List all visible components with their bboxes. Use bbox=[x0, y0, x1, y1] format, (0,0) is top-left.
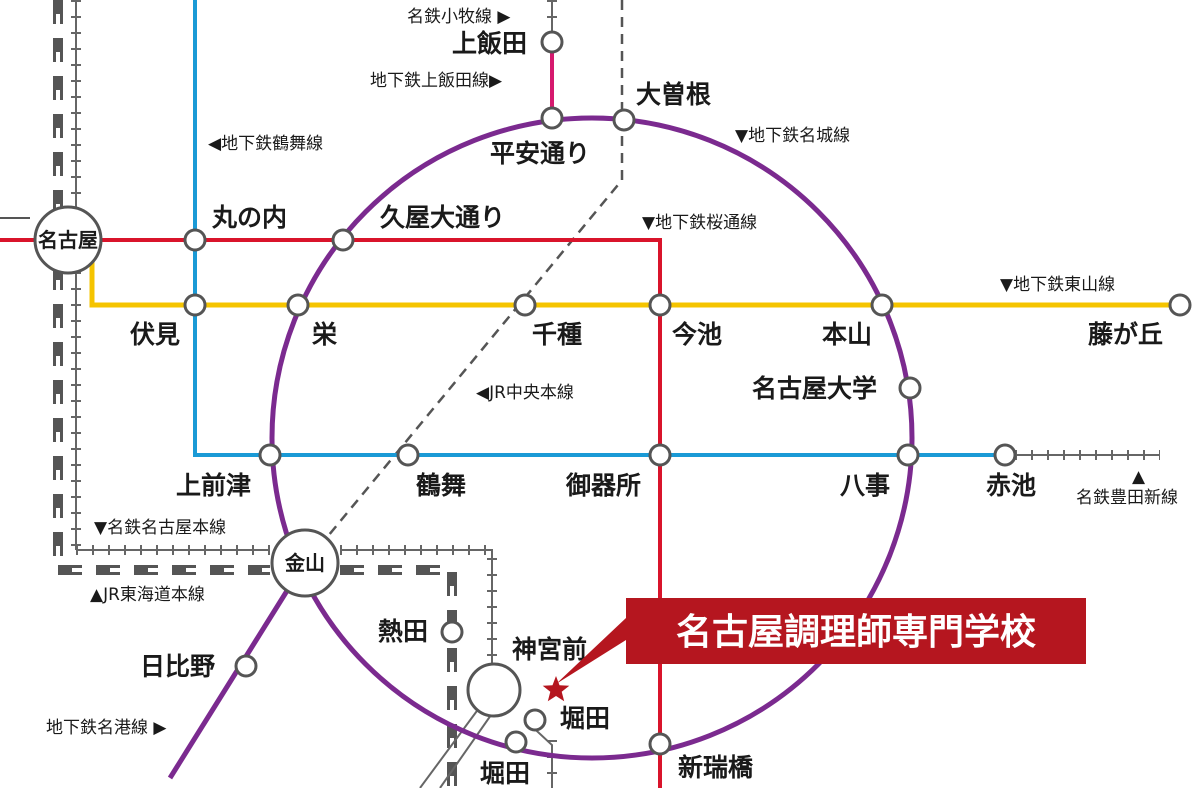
station-node-hibino[interactable] bbox=[234, 654, 258, 678]
station-labels: 上飯田 平安通り 大曽根 名古屋 丸の内 久屋大通り 伏見 栄 千種 今池 本山… bbox=[38, 29, 1163, 788]
line-labels: 名鉄小牧線 ▶ 地下鉄上飯田線▶ ◀地下鉄鶴舞線 ▼地下鉄名城線 ▼地下鉄桜通線… bbox=[46, 7, 1178, 738]
label-nagoya: 名古屋 bbox=[38, 228, 98, 252]
label-kamimaezu: 上前津 bbox=[176, 471, 251, 500]
label-akaike: 赤池 bbox=[986, 471, 1036, 500]
label-kanayama: 金山 bbox=[284, 551, 325, 575]
station-node-ozone[interactable] bbox=[612, 108, 636, 132]
station-node-hisaya-odori[interactable] bbox=[331, 228, 355, 252]
station-node-sakae[interactable] bbox=[286, 293, 310, 317]
station-node-fushimi[interactable] bbox=[183, 293, 207, 317]
station-node-motoyama[interactable] bbox=[870, 293, 894, 317]
station-node-tsurumai[interactable] bbox=[396, 443, 420, 467]
label-sakuradori-line: ▼地下鉄桜通線 bbox=[642, 213, 757, 233]
station-node-marunouchi[interactable] bbox=[183, 228, 207, 252]
station-node-akaike[interactable] bbox=[993, 443, 1017, 467]
label-gokiso: 御器所 bbox=[565, 471, 641, 500]
station-node-imaike[interactable] bbox=[648, 293, 672, 317]
label-fushimi: 伏見 bbox=[130, 320, 180, 349]
label-heian-dori: 平安通り bbox=[490, 139, 590, 168]
station-node-horita-subway[interactable] bbox=[504, 730, 528, 754]
station-node-horita-meitetsu[interactable] bbox=[523, 708, 547, 732]
station-node-kamiiida[interactable] bbox=[540, 30, 564, 54]
label-jr-tokaido-line: ▲JR東海道本線 bbox=[90, 585, 205, 605]
label-chikusa: 千種 bbox=[532, 320, 582, 349]
label-meitetsu-komaki-line: 名鉄小牧線 ▶ bbox=[407, 7, 511, 27]
label-tsurumai: 鶴舞 bbox=[416, 471, 466, 500]
label-higashiyama-line: ▼地下鉄東山線 bbox=[1000, 275, 1115, 295]
station-node-nagoya[interactable] bbox=[33, 205, 103, 275]
label-ozone: 大曽根 bbox=[636, 80, 711, 109]
station-node-atsuta[interactable] bbox=[440, 620, 464, 644]
label-nagoya-daigaku: 名古屋大学 bbox=[752, 374, 877, 403]
label-tsurumai-line: ◀地下鉄鶴舞線 bbox=[208, 134, 323, 154]
station-node-chikusa[interactable] bbox=[513, 293, 537, 317]
station-node-gokiso[interactable] bbox=[648, 443, 672, 467]
station-node-yagoto[interactable] bbox=[896, 443, 920, 467]
callout-box bbox=[556, 598, 1086, 684]
station-node-jingu-mae[interactable] bbox=[466, 662, 522, 718]
label-meitetsu-toyota-line: 名鉄豊田新線 bbox=[1076, 488, 1178, 508]
label-meiko-line: 地下鉄名港線 ▶ bbox=[46, 718, 167, 738]
station-nodes bbox=[33, 30, 1192, 756]
label-kamiiida-line: 地下鉄上飯田線▶ bbox=[370, 71, 503, 91]
label-meitetsu-toyota-arrow: ▲ bbox=[1132, 467, 1146, 487]
label-jr-chuo-line: ◀JR中央本線 bbox=[476, 383, 574, 403]
label-horita-subway: 堀田 bbox=[480, 759, 530, 788]
station-node-aratamabashi[interactable] bbox=[648, 732, 672, 756]
label-hisaya-odori: 久屋大通り bbox=[380, 203, 505, 232]
label-jingu-mae: 神宮前 bbox=[512, 635, 587, 664]
label-marunouchi: 丸の内 bbox=[211, 203, 287, 232]
station-node-heian-dori[interactable] bbox=[540, 106, 564, 130]
label-hibino: 日比野 bbox=[140, 652, 215, 681]
station-node-kamimaezu[interactable] bbox=[258, 443, 282, 467]
label-kamiiida: 上飯田 bbox=[452, 29, 527, 58]
label-sakae: 栄 bbox=[311, 320, 338, 349]
label-meijo-line: ▼地下鉄名城線 bbox=[735, 126, 850, 146]
label-fujigaoka: 藤が丘 bbox=[1088, 320, 1163, 349]
station-node-kanayama[interactable] bbox=[270, 528, 340, 598]
station-node-nagoya-daigaku[interactable] bbox=[898, 376, 922, 400]
station-node-fujigaoka[interactable] bbox=[1168, 293, 1192, 317]
school-callout: 名古屋調理師専門学校 bbox=[542, 598, 1086, 702]
label-aratamabashi: 新瑞橋 bbox=[678, 753, 754, 782]
label-motoyama: 本山 bbox=[822, 320, 872, 349]
jr-meitetsu-tracks bbox=[0, 0, 1160, 788]
label-horita-meitetsu: 堀田 bbox=[560, 704, 610, 733]
callout-school-name: 名古屋調理師専門学校 bbox=[676, 611, 1036, 653]
label-atsuta: 熱田 bbox=[378, 617, 428, 646]
label-meitetsu-nagoya-line: ▼名鉄名古屋本線 bbox=[94, 518, 226, 538]
label-imaike: 今池 bbox=[672, 320, 722, 349]
school-location-star-icon[interactable] bbox=[542, 676, 570, 702]
label-yagoto: 八事 bbox=[840, 471, 890, 500]
